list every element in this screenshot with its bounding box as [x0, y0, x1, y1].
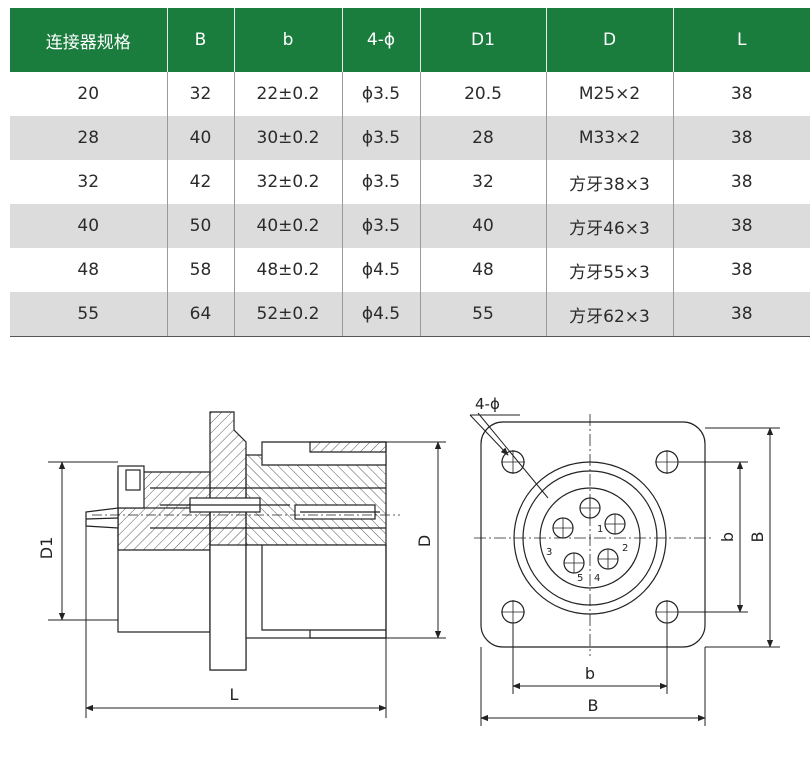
dim-label-D1: D1 — [37, 537, 56, 560]
header-L: L — [673, 8, 810, 72]
table-cell: ϕ3.5 — [342, 160, 421, 204]
table-cell: 38 — [673, 292, 810, 337]
table-cell: 方牙62×3 — [546, 292, 674, 337]
table-row: 40 50 40±0.2 ϕ3.5 40 方牙46×3 38 — [10, 204, 810, 248]
table-cell: 40 — [10, 204, 168, 248]
side-view — [85, 411, 400, 671]
pin-number-2: 2 — [622, 543, 628, 554]
table-cell: 58 — [167, 248, 235, 292]
table-cell: 20 — [10, 72, 168, 116]
dim-label-L: L — [230, 685, 239, 704]
table-cell: 方牙38×3 — [546, 160, 674, 204]
header-spec: 连接器规格 — [10, 8, 168, 72]
pin-number-1: 1 — [597, 524, 603, 535]
header-D: D — [546, 8, 674, 72]
table-cell: 32 — [420, 160, 547, 204]
table-cell: 20.5 — [420, 72, 547, 116]
spec-table: 连接器规格 B b 4-ϕ D1 D L 20 32 22±0.2 ϕ3.5 2… — [10, 8, 810, 337]
dim-label-b-bottom: b — [585, 664, 595, 683]
table-cell: ϕ3.5 — [342, 116, 421, 160]
table-cell: 38 — [730, 84, 753, 104]
table-row: 55 64 52±0.2 ϕ4.5 55 方牙62×3 38 — [10, 292, 810, 337]
dim-label-b-right: b — [718, 532, 737, 542]
table-cell: ϕ4.5 — [342, 248, 421, 292]
table-cell: ϕ4.5 — [342, 292, 421, 337]
table-cell: 48 — [10, 248, 168, 292]
table-cell: 38 — [673, 204, 810, 248]
table-row: 32 42 32±0.2 ϕ3.5 32 方牙38×3 38 — [10, 160, 810, 204]
table-cell: 50 — [167, 204, 235, 248]
table-cell: 40±0.2 — [234, 204, 343, 248]
table-cell: 42 — [167, 160, 235, 204]
table-cell: 48 — [420, 248, 547, 292]
table-cell: 32 — [167, 72, 235, 116]
table-cell: 方牙46×3 — [546, 204, 674, 248]
table-cell: M25×2 — [546, 72, 674, 116]
table-row: 20 32 22±0.2 ϕ3.5 20.5 M25×2 38 — [10, 72, 810, 116]
table-header-row: 连接器规格 B b 4-ϕ D1 D L — [10, 8, 810, 72]
table-cell: 28 — [10, 116, 168, 160]
table-cell: 40 — [420, 204, 547, 248]
pin-number-4: 4 — [594, 573, 600, 584]
dim-label-hole: 4-ϕ — [475, 395, 500, 413]
header-b: b — [234, 8, 343, 72]
header-hole: 4-ϕ — [342, 8, 421, 72]
table-cell: 38 — [673, 116, 810, 160]
table-cell: 32 — [10, 160, 168, 204]
table-cell: 64 — [167, 292, 235, 337]
header-B: B — [167, 8, 235, 72]
table-cell: 52±0.2 — [234, 292, 343, 337]
header-D1: D1 — [420, 8, 547, 72]
table-cell: 55 — [10, 292, 168, 337]
table-cell: 55 — [420, 292, 547, 337]
table-cell: 40 — [167, 116, 235, 160]
table-cell: 方牙55×3 — [546, 248, 674, 292]
pin-number-5: 5 — [577, 573, 583, 584]
pin-number-3: 3 — [546, 547, 552, 558]
front-view — [480, 421, 706, 648]
table-cell: 38 — [730, 260, 753, 280]
dim-label-B-right: B — [748, 532, 767, 543]
table-cell: 38 — [730, 172, 753, 192]
table-cell: 22±0.2 — [234, 72, 343, 116]
table-cell: 32±0.2 — [234, 160, 343, 204]
table-cell: ϕ3.5 — [342, 72, 421, 116]
dim-label-B-bottom: B — [588, 696, 599, 715]
table-cell: ϕ3.5 — [342, 204, 421, 248]
table-row: 48 58 48±0.2 ϕ4.5 48 方牙55×3 38 — [10, 248, 810, 292]
table-cell: M33×2 — [546, 116, 674, 160]
table-cell: 48±0.2 — [234, 248, 343, 292]
table-row: 28 40 30±0.2 ϕ3.5 28 M33×2 38 — [10, 116, 810, 160]
dim-label-D: D — [415, 535, 434, 547]
table-cell: 30±0.2 — [234, 116, 343, 160]
table-cell: 28 — [420, 116, 547, 160]
